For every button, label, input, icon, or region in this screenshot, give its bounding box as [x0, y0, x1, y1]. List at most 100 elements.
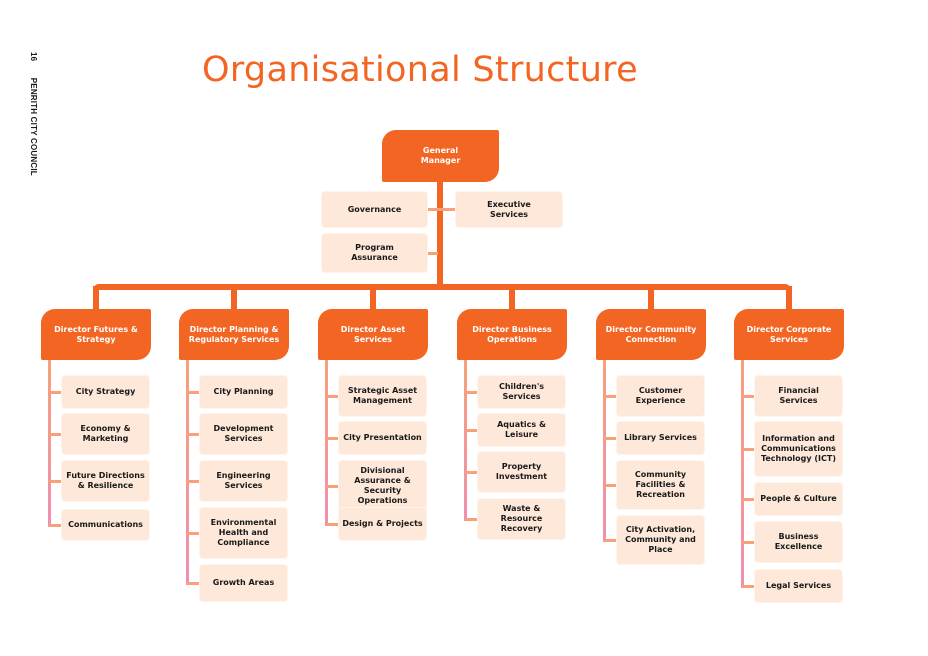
general-manager-box: General Manager [382, 130, 499, 182]
governance-connector [428, 208, 456, 211]
unit-vertical-connector [186, 360, 189, 585]
unit-label: Customer Experience [635, 386, 686, 405]
unit-connector-tick [49, 391, 61, 394]
executive-services-label: Executive Services [487, 199, 531, 219]
unit-label: Growth Areas [212, 578, 275, 587]
unit-label: Waste & Resource Recovery [500, 504, 543, 533]
unit-box: People & Culture [755, 483, 842, 515]
unit-box: Economy & Marketing [62, 414, 149, 454]
governance-label: Governance [347, 204, 402, 214]
director-title: Director Business Operations [472, 324, 552, 344]
unit-box: Development Services [200, 414, 287, 454]
unit-box: City Activation, Community and Place [617, 516, 704, 564]
unit-box: City Presentation [339, 422, 426, 454]
unit-connector-tick [465, 391, 477, 394]
unit-box: Financial Services [755, 376, 842, 416]
unit-label: Financial Services [778, 386, 819, 405]
unit-connector-tick [49, 433, 61, 436]
director-box: Director Asset Services [318, 309, 428, 360]
director-title: Director Community Connection [605, 324, 697, 344]
page-sidebar-label: 16 PENRITH CITY COUNCIL [29, 52, 38, 176]
unit-box: Library Services [617, 422, 704, 454]
unit-label: Future Directions & Resilience [66, 471, 145, 490]
page-title: Organisational Structure [202, 50, 638, 90]
unit-label: City Planning [213, 387, 274, 396]
executive-services-box: Executive Services [456, 192, 562, 227]
unit-connector-tick [465, 471, 477, 474]
unit-label: Community Facilities & Recreation [634, 470, 687, 499]
unit-vertical-connector [325, 360, 328, 526]
unit-box: City Planning [200, 376, 287, 408]
director-drop-connector [93, 286, 99, 310]
unit-connector-tick [187, 391, 199, 394]
unit-connector-tick [326, 437, 338, 440]
unit-label: Children's Services [498, 382, 545, 401]
directors-bus-connector [93, 284, 791, 290]
unit-label: Communications [68, 520, 143, 529]
director-drop-connector [509, 286, 515, 310]
director-drop-connector [231, 286, 237, 310]
unit-box: Growth Areas [200, 565, 287, 601]
unit-connector-tick [604, 539, 616, 542]
director-drop-connector [786, 286, 792, 310]
unit-connector-tick [187, 433, 199, 436]
unit-box: Design & Projects [339, 508, 426, 540]
unit-connector-tick [742, 395, 754, 398]
unit-box: Customer Experience [617, 376, 704, 416]
director-box: Director Business Operations [457, 309, 567, 360]
unit-label: Engineering Services [216, 471, 271, 490]
director-box: Director Corporate Services [734, 309, 844, 360]
director-title: Director Planning & Regulatory Services [188, 324, 280, 344]
page-number: 16 [29, 52, 38, 62]
unit-connector-tick [604, 484, 616, 487]
unit-label: Development Services [213, 424, 274, 443]
director-box: Director Community Connection [596, 309, 706, 360]
unit-connector-tick [326, 523, 338, 526]
organisation-name: PENRITH CITY COUNCIL [29, 77, 38, 176]
unit-label: Information and Communications Technolog… [760, 434, 837, 463]
unit-label: Strategic Asset Management [347, 386, 418, 405]
unit-connector-tick [742, 585, 754, 588]
unit-box: Future Directions & Resilience [62, 461, 149, 501]
unit-connector-tick [326, 395, 338, 398]
unit-connector-tick [742, 498, 754, 501]
unit-box: Children's Services [478, 376, 565, 408]
unit-vertical-connector [603, 360, 606, 542]
unit-connector-tick [742, 541, 754, 544]
director-drop-connector [648, 286, 654, 310]
unit-label: Divisional Assurance & Security Operatio… [354, 466, 411, 505]
unit-label: City Strategy [75, 387, 136, 396]
unit-connector-tick [465, 518, 477, 521]
unit-connector-tick [742, 448, 754, 451]
unit-box: Communications [62, 510, 149, 540]
unit-connector-tick [187, 582, 199, 585]
unit-label: Property Investment [495, 462, 548, 481]
unit-box: Divisional Assurance & Security Operatio… [339, 461, 426, 511]
unit-box: Property Investment [478, 452, 565, 492]
unit-box: Information and Communications Technolog… [755, 422, 842, 476]
unit-connector-tick [604, 437, 616, 440]
unit-label: Design & Projects [342, 519, 423, 528]
unit-connector-tick [465, 429, 477, 432]
unit-vertical-connector [48, 360, 51, 527]
unit-connector-tick [49, 524, 61, 527]
unit-label: Economy & Marketing [80, 424, 131, 443]
director-box: Director Futures & Strategy [41, 309, 151, 360]
unit-box: Legal Services [755, 570, 842, 602]
unit-vertical-connector [741, 360, 744, 588]
unit-vertical-connector [464, 360, 467, 521]
unit-label: People & Culture [760, 494, 837, 503]
unit-label: Business Excellence [774, 532, 823, 551]
program-assurance-connector [428, 252, 438, 255]
unit-box: Environmental Health and Compliance [200, 508, 287, 558]
unit-label: Legal Services [765, 581, 832, 590]
director-box: Director Planning & Regulatory Services [179, 309, 289, 360]
program-assurance-box: Program Assurance [322, 234, 427, 272]
general-manager-label: General Manager [420, 146, 461, 165]
unit-connector-tick [604, 395, 616, 398]
unit-label: City Activation, Community and Place [625, 525, 696, 554]
unit-connector-tick [49, 480, 61, 483]
unit-connector-tick [326, 485, 338, 488]
unit-connector-tick [187, 480, 199, 483]
gm-trunk-connector [437, 182, 443, 286]
